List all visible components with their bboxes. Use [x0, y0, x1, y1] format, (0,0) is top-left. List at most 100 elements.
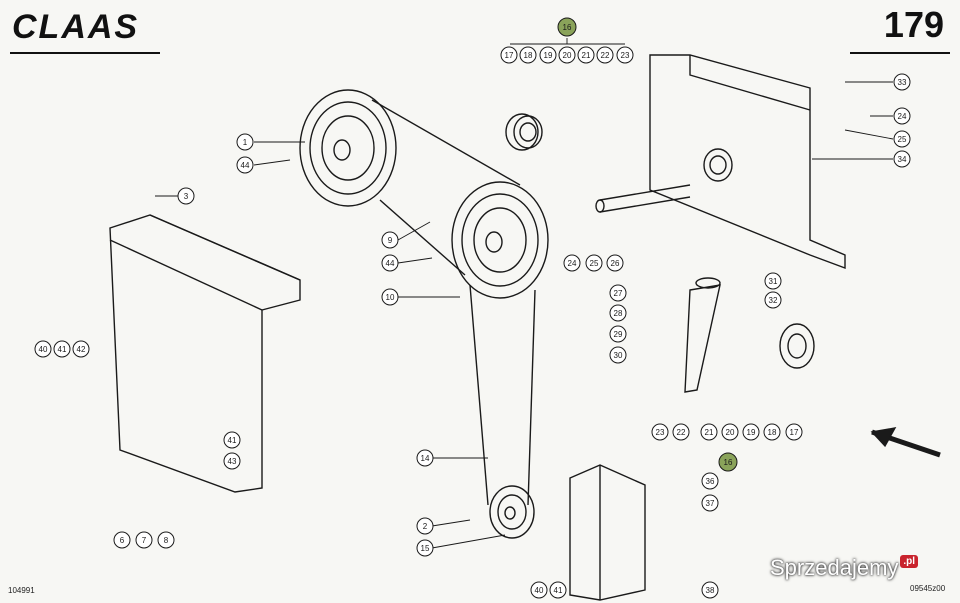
callout-44-lower: 44: [381, 254, 399, 272]
callout-24-mid: 24: [563, 254, 581, 272]
callout-29: 29: [609, 325, 627, 343]
callout-10: 10: [381, 288, 399, 306]
svg-text:14: 14: [421, 454, 430, 463]
callout-19-top: 19: [539, 46, 557, 64]
svg-text:6: 6: [120, 536, 125, 545]
callout-44-upper: 44: [236, 156, 254, 174]
svg-text:26: 26: [611, 259, 620, 268]
callout-16: 16: [557, 17, 577, 37]
callout-21-lower: 21: [700, 423, 718, 441]
svg-text:30: 30: [614, 351, 623, 360]
callout-32: 32: [764, 291, 782, 309]
svg-text:19: 19: [544, 51, 553, 60]
svg-text:28: 28: [614, 309, 623, 318]
svg-text:37: 37: [706, 499, 715, 508]
svg-text:25: 25: [590, 259, 599, 268]
cover-lower-right: [569, 464, 646, 601]
svg-text:41: 41: [554, 586, 563, 595]
callout-34: 34: [893, 150, 911, 168]
reference-code: 09545z00: [910, 584, 946, 593]
claas-logo: CLAAS: [12, 8, 140, 46]
pulley-middle: [451, 181, 549, 299]
svg-text:23: 23: [656, 428, 665, 437]
svg-text:42: 42: [77, 345, 86, 354]
callout-24-right: 24: [893, 107, 911, 125]
svg-text:27: 27: [614, 289, 623, 298]
callout-14: 14: [416, 449, 434, 467]
svg-text:15: 15: [421, 544, 430, 553]
header-rule-left: [10, 52, 160, 54]
callout-21-top: 21: [577, 46, 595, 64]
svg-text:23: 23: [621, 51, 630, 60]
svg-text:44: 44: [241, 161, 250, 170]
frame-plate: [649, 54, 846, 270]
callout-7: 7: [135, 531, 153, 549]
svg-text:41: 41: [58, 345, 67, 354]
svg-text:41: 41: [228, 436, 237, 445]
svg-text:7: 7: [142, 536, 147, 545]
svg-text:18: 18: [768, 428, 777, 437]
svg-text:3: 3: [184, 192, 189, 201]
watermark-text: Sprzedajemy: [770, 555, 899, 580]
callout-37: 37: [701, 494, 719, 512]
belt-lower: [469, 284, 536, 506]
callout-6: 6: [113, 531, 131, 549]
callout-20-top: 20: [558, 46, 576, 64]
svg-text:1: 1: [243, 138, 248, 147]
svg-text:43: 43: [228, 457, 237, 466]
direction-arrow-icon: [870, 427, 941, 458]
svg-text:17: 17: [790, 428, 799, 437]
svg-text:33: 33: [898, 78, 907, 87]
svg-text:18: 18: [524, 51, 533, 60]
header-rule-right: [850, 52, 950, 54]
svg-text:36: 36: [706, 477, 715, 486]
svg-text:16: 16: [724, 458, 733, 467]
callout-17-lower: 17: [785, 423, 803, 441]
callout-36: 36: [701, 472, 719, 490]
callout-41-mid: 41: [223, 431, 241, 449]
pulley-lower: [489, 485, 535, 539]
svg-text:22: 22: [677, 428, 686, 437]
svg-text:21: 21: [705, 428, 714, 437]
tension-arm: [684, 277, 721, 393]
callout-18-lower: 18: [763, 423, 781, 441]
belt-upper: [371, 99, 521, 276]
callout-42: 42: [72, 340, 90, 358]
callout-2: 2: [416, 517, 434, 535]
callout-22-top: 22: [596, 46, 614, 64]
svg-text:20: 20: [563, 51, 572, 60]
callout-28: 28: [609, 304, 627, 322]
callout-23-lower: 23: [651, 423, 669, 441]
callout-38: 38: [701, 581, 719, 599]
callout-22-lower: 22: [672, 423, 690, 441]
leader-lines: [155, 38, 894, 549]
svg-text:21: 21: [582, 51, 591, 60]
callout-20-lower: 20: [721, 423, 739, 441]
callout-31: 31: [764, 272, 782, 290]
svg-text:9: 9: [388, 236, 393, 245]
svg-text:38: 38: [706, 586, 715, 595]
svg-text:25: 25: [898, 135, 907, 144]
svg-text:34: 34: [898, 155, 907, 164]
callout-18-top: 18: [519, 46, 537, 64]
svg-text:20: 20: [726, 428, 735, 437]
shaft: [595, 184, 691, 213]
svg-text:2: 2: [423, 522, 428, 531]
svg-text:32: 32: [769, 296, 778, 305]
svg-text:31: 31: [769, 277, 778, 286]
callout-40-bottom: 40: [530, 581, 548, 599]
svg-text:16: 16: [563, 23, 572, 32]
svg-text:10: 10: [386, 293, 395, 302]
page-number: 179: [883, 4, 944, 45]
callout-3: 3: [177, 187, 195, 205]
callout-41-left: 41: [53, 340, 71, 358]
pulley-upper: [299, 89, 397, 207]
bearing-upper: [505, 113, 543, 151]
watermark: Sprzedajemy.pl: [770, 555, 919, 581]
svg-text:24: 24: [898, 112, 907, 121]
svg-text:19: 19: [747, 428, 756, 437]
svg-text:24: 24: [568, 259, 577, 268]
callout-27: 27: [609, 284, 627, 302]
document-code: 104991: [8, 586, 35, 595]
callout-15: 15: [416, 539, 434, 557]
